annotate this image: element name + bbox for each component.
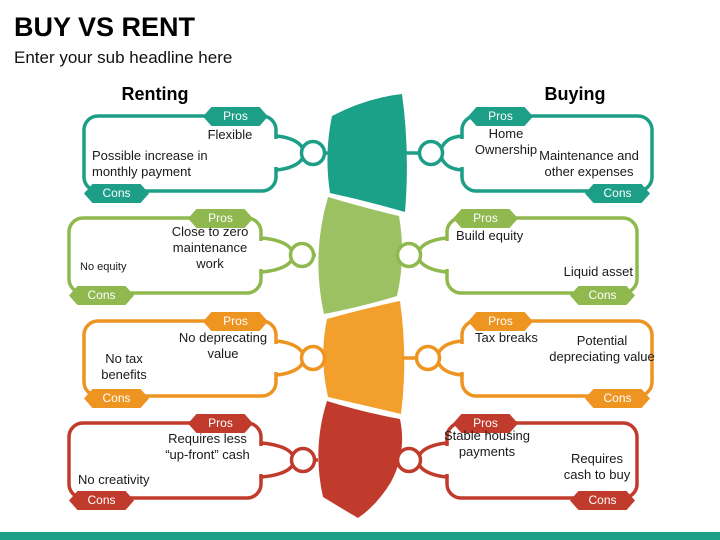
connector-bracket: [274, 339, 464, 377]
cons-tab: Cons: [69, 286, 134, 305]
cons-tab: Cons: [84, 389, 149, 408]
connector-node: [288, 241, 316, 269]
buying-con-text-3: Potential depreciating value: [549, 333, 655, 364]
cons-tab: Cons: [585, 184, 650, 203]
connector-bracket: [274, 134, 464, 172]
buying-pro-text-4: Stable housing payments: [443, 428, 530, 459]
cons-tab: Cons: [570, 491, 635, 510]
row-3-graphics: [82, 319, 654, 398]
renting-pro-text-3: No deprecating value: [178, 330, 268, 361]
connector-node: [299, 344, 327, 372]
connector-node: [395, 241, 423, 269]
renting-pro-text-4: Requires less “up-front” cash: [165, 431, 250, 462]
pros-tab: Pros: [203, 107, 268, 126]
renting-pro-text-1: Flexible: [207, 127, 253, 142]
pros-tab: Pros: [203, 312, 268, 331]
row-4-graphics: [67, 421, 639, 500]
pros-tab: Pros: [453, 209, 518, 228]
connector-node: [417, 139, 445, 167]
renting-con-text-1: Possible increase in monthly payment: [92, 148, 208, 179]
buying-con-text-1: Maintenance and other expenses: [539, 148, 639, 179]
renting-con-text-2: No equity: [80, 261, 127, 273]
buying-pro-text-3: Tax breaks: [475, 330, 538, 345]
pros-tab: Pros: [453, 414, 518, 433]
column-heading-renting: Renting: [121, 84, 189, 104]
row-2-graphics: [67, 216, 639, 295]
page-title: BUY VS RENT: [14, 12, 196, 42]
bottom-accent-bar: [0, 532, 720, 540]
connector-node: [414, 344, 442, 372]
cons-tab: Cons: [585, 389, 650, 408]
pros-tab: Pros: [188, 209, 253, 228]
renting-con-text-4: No creativity: [78, 472, 150, 487]
buying-pro-text-1: Home Ownership: [474, 126, 538, 157]
page-subtitle: Enter your sub headline here: [14, 48, 233, 67]
ribbon-segment-red: [318, 401, 403, 518]
row-1-graphics: [82, 114, 654, 193]
cons-tab: Cons: [69, 491, 134, 510]
buying-con-text-2: Liquid asset: [563, 264, 633, 279]
connector-node: [289, 446, 317, 474]
buying-pro-text-2: Build equity: [456, 228, 524, 243]
center-ribbon: [318, 94, 407, 518]
column-heading-buying: Buying: [544, 84, 606, 104]
pros-tab: Pros: [468, 107, 533, 126]
ribbon-segment-orange: [323, 301, 405, 414]
cons-tab: Cons: [570, 286, 635, 305]
pros-tab: Pros: [188, 414, 253, 433]
buying-con-text-4: Requires cash to buy: [563, 451, 631, 482]
connector-bracket: [259, 441, 449, 479]
pros-tab: Pros: [468, 312, 533, 331]
connector-node: [299, 139, 327, 167]
renting-pro-text-2: Close to zero maintenance work: [171, 224, 249, 271]
connector-node: [395, 446, 423, 474]
renting-con-text-3: No tax benefits: [101, 351, 147, 382]
connector-bracket: [259, 236, 449, 274]
cons-tab: Cons: [84, 184, 149, 203]
ribbon-segment-teal: [327, 94, 407, 212]
ribbon-segment-green: [318, 197, 403, 314]
